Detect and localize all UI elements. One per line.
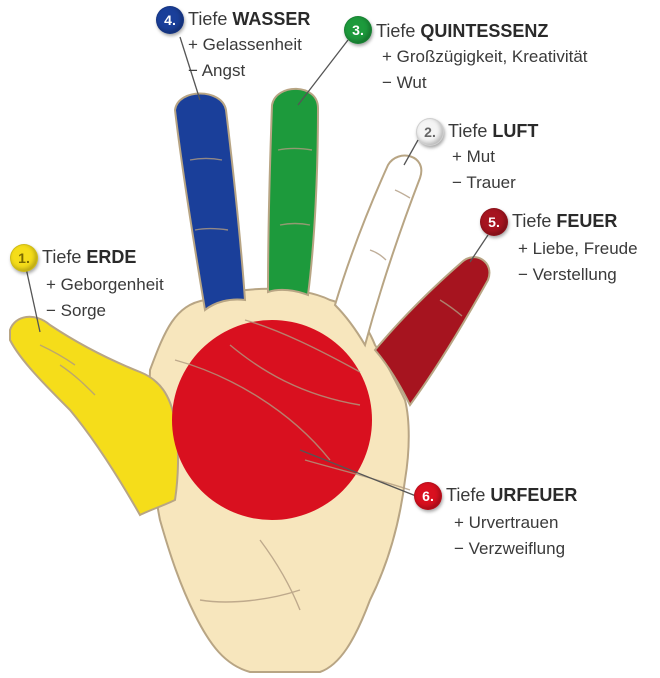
thumb (10, 317, 178, 515)
label-heading: Tiefe FEUER (512, 210, 617, 232)
label-heading: Tiefe QUINTESSENZ (376, 20, 548, 42)
label-name: QUINTESSENZ (420, 21, 548, 41)
badge-6: 6. (414, 482, 442, 510)
label-name: WASSER (232, 9, 310, 29)
badge-3: 3. (344, 16, 372, 44)
label-heading: Tiefe WASSER (188, 8, 310, 30)
label-name: URFEUER (490, 485, 577, 505)
middle-finger (268, 89, 318, 295)
label-name: FEUER (556, 211, 617, 231)
label-name: ERDE (86, 247, 136, 267)
badge-1: 1. (10, 244, 38, 272)
label-heading: Tiefe LUFT (448, 120, 538, 142)
label-minus: − Verzweiflung (454, 538, 565, 560)
label-plus: + Mut (452, 146, 495, 168)
label-minus: − Trauer (452, 172, 516, 194)
label-plus: + Großzügigkeit, Kreativität (382, 46, 588, 68)
label-plus: + Urvertrauen (454, 512, 558, 534)
label-heading: Tiefe URFEUER (446, 484, 577, 506)
index-finger (175, 94, 245, 311)
badge-2: 2. (416, 118, 444, 146)
label-plus: + Liebe, Freude (518, 238, 638, 260)
label-minus: − Angst (188, 60, 245, 82)
label-name: LUFT (492, 121, 538, 141)
label-heading: Tiefe ERDE (42, 246, 136, 268)
label-plus: + Geborgenheit (46, 274, 164, 296)
badge-4: 4. (156, 6, 184, 34)
palm-center-circle (172, 320, 372, 520)
label-minus: − Wut (382, 72, 427, 94)
label-minus: − Sorge (46, 300, 106, 322)
label-plus: + Gelassenheit (188, 34, 302, 56)
label-minus: − Verstellung (518, 264, 617, 286)
badge-5: 5. (480, 208, 508, 236)
